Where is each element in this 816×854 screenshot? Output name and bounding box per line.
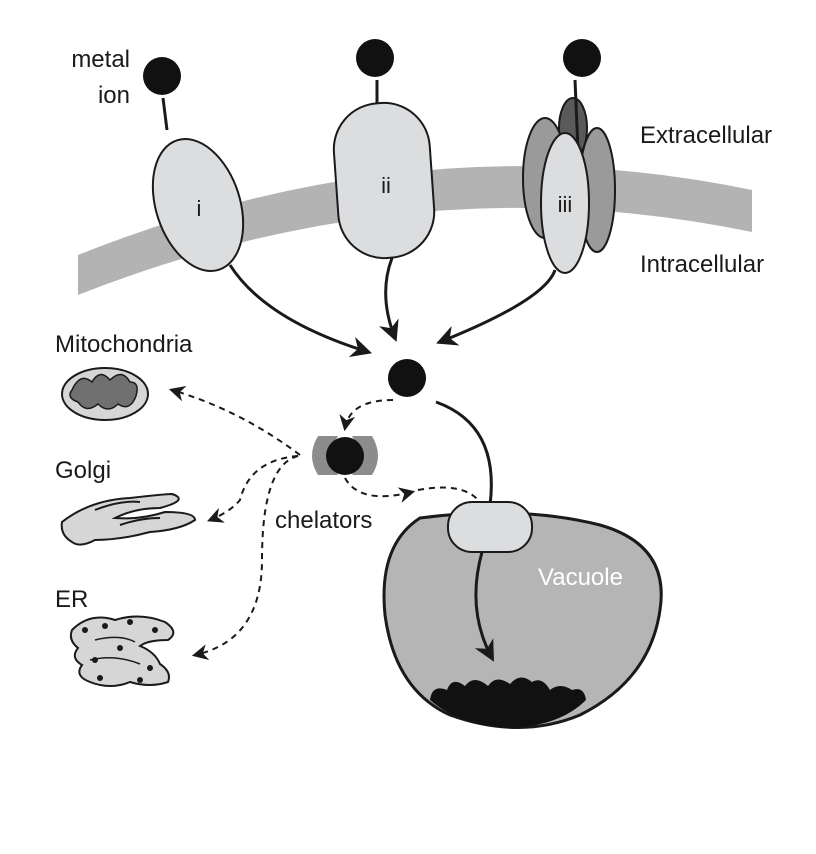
chelation-arrow [339, 399, 394, 432]
transporter-i-label: i [197, 196, 202, 221]
transporter-i: i [151, 97, 245, 272]
cytosolic-metal-ion [388, 359, 426, 397]
metal-ion-label-line2: ion [98, 82, 130, 109]
metal-ion [356, 39, 394, 77]
golgi-icon [60, 492, 197, 546]
mitochondria-label: Mitochondria [55, 331, 193, 358]
arrow-to-er [191, 455, 299, 661]
transporter-ii-label: ii [381, 173, 391, 198]
vacuole-import-arrow [474, 551, 494, 662]
uptake-arrow-ii [379, 257, 399, 342]
arrow-to-golgi [207, 455, 299, 523]
metal-deposits [430, 677, 586, 728]
intracellular-label: Intracellular [640, 251, 764, 278]
vacuole: Vacuole [382, 511, 663, 729]
chelator-complex [312, 436, 378, 475]
extracellular-label: Extracellular [640, 122, 772, 149]
transporter-ii: ii [332, 80, 436, 260]
vacuole-label: Vacuole [538, 564, 623, 591]
chelators-label: chelators [275, 507, 372, 534]
transporter-iii: iii [522, 79, 616, 274]
uptake-arrow-i [228, 264, 373, 358]
er-label: ER [55, 586, 88, 613]
chelator-to-vacuole-arrow-tail [417, 486, 479, 501]
metal-ion-label-line1: metal [71, 46, 130, 73]
metal-ion [143, 57, 181, 95]
transporter-iii-label: iii [558, 192, 573, 217]
uptake-arrow-iii [436, 269, 557, 346]
arrow-to-mitochondria [168, 385, 301, 456]
golgi-label: Golgi [55, 457, 111, 484]
vacuolar-transporter [447, 501, 533, 553]
mitochondria-icon [61, 367, 149, 421]
chelator-to-vacuole-arrow [344, 477, 416, 503]
metal-ion [563, 39, 601, 77]
vacuole-import-path [435, 400, 493, 506]
er-icon [69, 615, 175, 687]
